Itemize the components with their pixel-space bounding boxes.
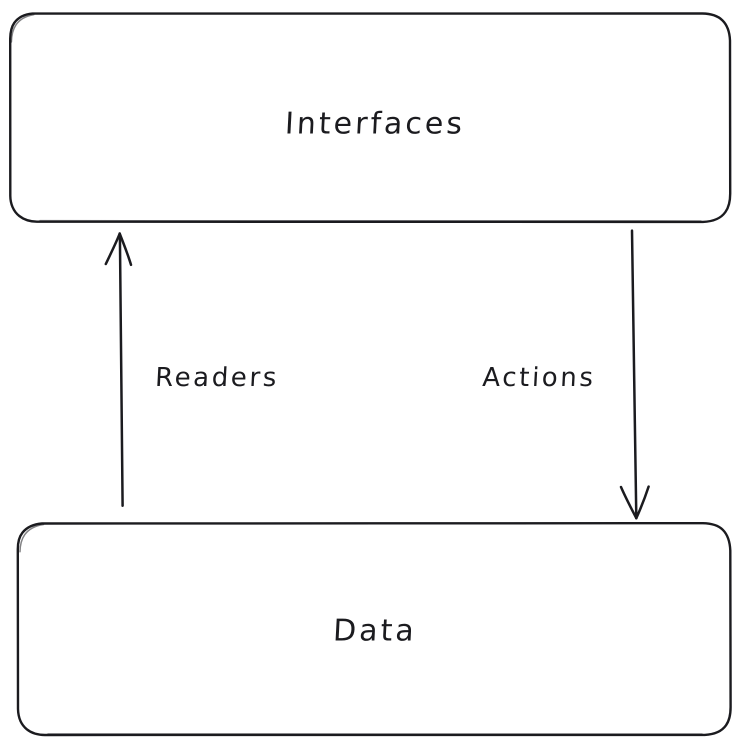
node-label-interfaces: Interfaces [284, 106, 466, 142]
node-interfaces-shape[interactable] [9, 12, 732, 224]
edge-label-actions: Actions [481, 363, 597, 393]
node-data-shape[interactable] [16, 522, 732, 737]
edge-label-readers: Readers [154, 363, 280, 393]
edge-readers-arrow[interactable] [104, 232, 133, 508]
edge-actions-arrow[interactable] [619, 229, 650, 520]
node-label-data: Data [332, 613, 418, 649]
